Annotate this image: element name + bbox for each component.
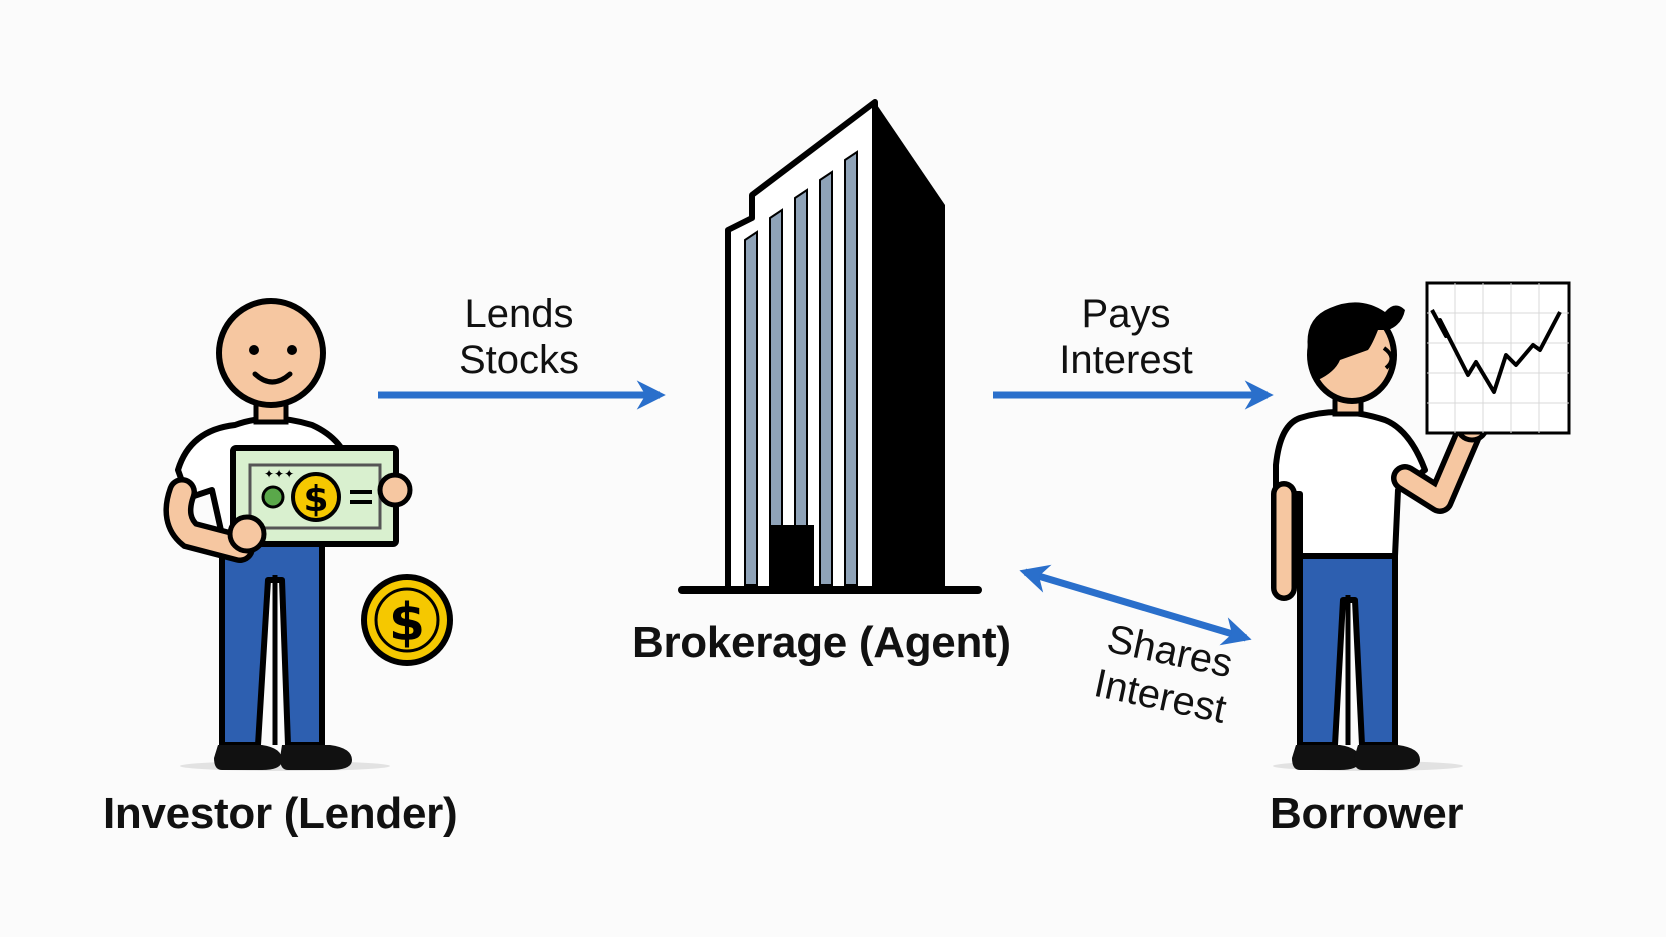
stock-chart-icon	[1425, 281, 1571, 435]
dollar-coin-icon: $	[361, 574, 453, 666]
office-building-icon	[678, 99, 982, 594]
lends-label-line2: Stocks	[458, 338, 580, 382]
svg-text:$: $	[389, 593, 425, 653]
borrower-label: Borrower	[1270, 789, 1464, 838]
dollar-bill-icon: $ ✦✦✦	[230, 445, 399, 547]
pays-label-line2: Interest	[1059, 338, 1193, 382]
investor-label: Investor (Lender)	[103, 789, 458, 838]
pays-label-line1: Pays	[1081, 292, 1171, 336]
shares-arrow	[1019, 564, 1252, 646]
lends-label-line1: Lends	[464, 292, 574, 336]
svg-text:✦✦✦: ✦✦✦	[264, 467, 294, 481]
brokerage-label: Brokerage (Agent)	[632, 618, 1011, 667]
borrower-figure	[1271, 302, 1490, 771]
lends-stocks-label: Lends Stocks	[446, 291, 592, 383]
svg-text:$: $	[303, 479, 328, 520]
pays-interest-label: Pays Interest	[1042, 291, 1210, 383]
